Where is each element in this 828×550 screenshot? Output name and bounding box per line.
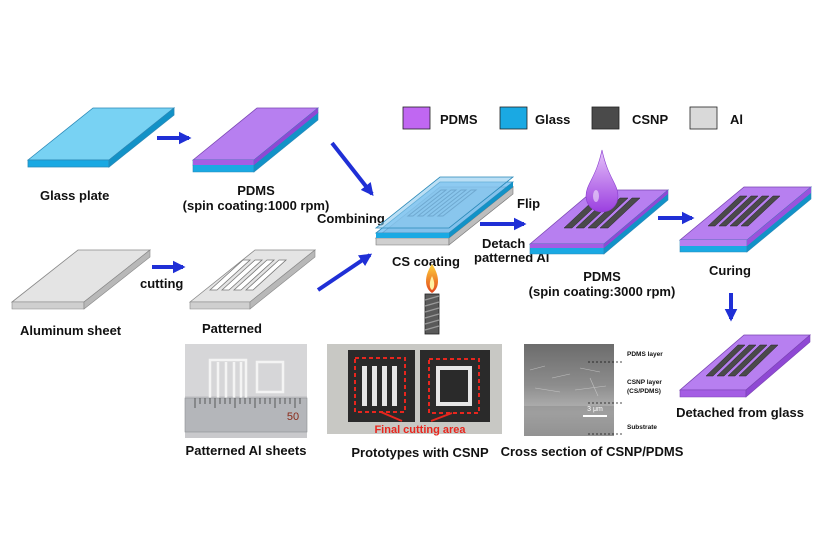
cut-box-left: [354, 357, 406, 413]
legend-item-csnp: CSNP: [591, 106, 668, 130]
final-cutting-area-label: Final cutting area: [374, 424, 466, 436]
legend-swatch-al: [689, 106, 718, 130]
sem-cross-section-image: 3 μm: [524, 344, 624, 436]
legend-item-pdms: PDMS: [402, 106, 478, 130]
sem-caption: Cross section of CSNP/PDMS: [501, 444, 684, 459]
sem-scale-bar: [583, 415, 607, 417]
sem-csnp-layer-sub-label: (CS/PDMS): [627, 388, 661, 395]
patterned-label: Patterned: [202, 321, 262, 336]
sem-csnp-layer-label: CSNP layer: [627, 379, 662, 386]
detached-device-illustration: [678, 334, 812, 398]
cs-coating-assembly-illustration: [374, 176, 515, 246]
legend-label-pdms: PDMS: [440, 112, 478, 127]
legend-label-csnp: CSNP: [632, 112, 668, 127]
patterned-al-illustration: [188, 249, 317, 310]
pdms-label-2: PDMS: [583, 269, 621, 284]
arrow-patterned-to-combining: [316, 253, 373, 292]
legend-swatch-glass: [499, 106, 528, 130]
curing-label: Curing: [709, 263, 751, 278]
legend-item-glass: Glass: [499, 106, 570, 130]
detach-label: Detach: [482, 236, 525, 251]
pdms-label-1: PDMS: [237, 183, 275, 198]
sem-pdms-layer-label: PDMS layer: [627, 351, 663, 358]
pdms-droplet-icon: [585, 149, 619, 213]
cutting-label: cutting: [140, 276, 183, 291]
cut-box-right: [428, 358, 480, 414]
spin-coating-3000-label: (spin coating:3000 rpm): [529, 284, 676, 299]
cs-coating-label: CS coating: [392, 254, 460, 269]
glass-plate-illustration: [26, 107, 176, 168]
curing-illustration: [678, 186, 813, 253]
prototypes-photo: [327, 344, 502, 434]
spin-coating-1000-label: (spin coating:1000 rpm): [183, 198, 330, 213]
glass-plate-label: Glass plate: [40, 188, 109, 203]
candle-flame-icon: [424, 264, 440, 335]
legend-swatch-csnp: [591, 106, 620, 130]
patterned-al-sheets-photo: 50: [184, 344, 308, 438]
legend: PDMS Glass CSNP Al: [402, 106, 743, 130]
combining-label: Combining: [317, 211, 385, 226]
sem-substrate-label: Substrate: [627, 424, 657, 431]
legend-label-glass: Glass: [535, 112, 570, 127]
pdms-on-glass-illustration: [191, 107, 320, 173]
sem-scale-label: 3 μm: [587, 406, 603, 413]
aluminum-sheet-illustration: [10, 249, 152, 310]
arrow-pdms-to-combining: [330, 141, 374, 197]
ruler-number: 50: [287, 411, 299, 423]
prototypes-caption: Prototypes with CSNP: [351, 445, 489, 460]
aluminum-sheet-label: Aluminum sheet: [20, 323, 122, 338]
legend-swatch-pdms: [402, 106, 431, 130]
legend-label-al: Al: [730, 112, 743, 127]
csnp-on-pdms-illustration: [528, 189, 670, 255]
flip-label: Flip: [517, 196, 540, 211]
patterned-al-sheets-caption: Patterned Al sheets: [186, 443, 307, 458]
legend-item-al: Al: [689, 106, 743, 130]
detached-label: Detached from glass: [676, 405, 804, 420]
